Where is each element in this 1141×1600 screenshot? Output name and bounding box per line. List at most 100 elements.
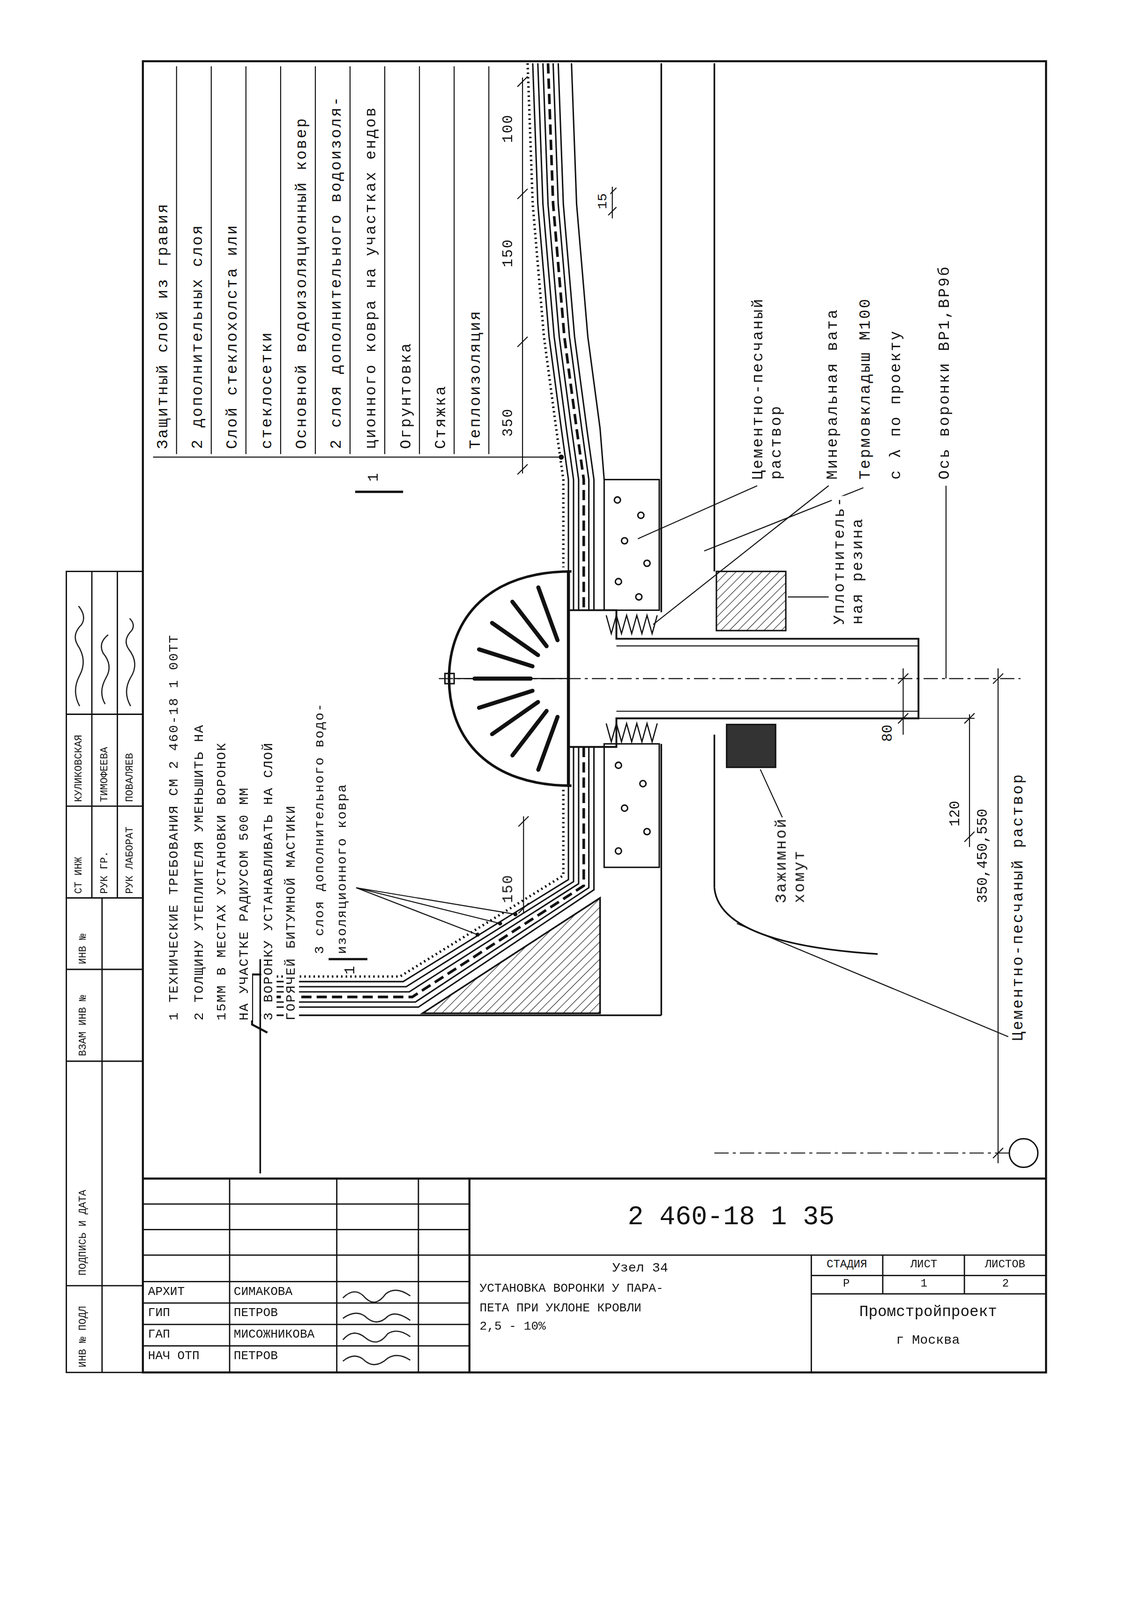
leader-line — [787, 596, 829, 598]
stamp-text-slot: ИНВ № — [77, 933, 90, 965]
dimension-slot: 120 — [947, 800, 965, 827]
part-label: 3 слоя дополнительного водо- изоляционно… — [312, 702, 351, 955]
stamp-text-slot: ТИМОФЕЕВА — [98, 746, 112, 803]
part-label: Ось воронки ВР1,ВР9б — [936, 265, 955, 480]
stamp-text-slot: ПЕТРОВ — [233, 1306, 278, 1321]
title-block-grid — [811, 1275, 1046, 1277]
stamp-text: СТ ИНЖ — [73, 857, 85, 894]
title-block-grid — [142, 1203, 470, 1206]
leader-dot — [475, 454, 564, 937]
stamp-text-slot: ЛИСТ — [910, 1258, 938, 1272]
grate-rib — [478, 649, 533, 667]
part-label-slot: 3 слоя дополнительного водо- изоляционно… — [309, 693, 355, 955]
roof-layers — [558, 63, 594, 611]
dimension-line — [997, 668, 999, 1164]
title-block-grid — [142, 1178, 1046, 1373]
funnel-pipe — [616, 645, 919, 647]
stamp-text: АРХИТ — [148, 1284, 185, 1299]
note: 1 ТЕХНИЧЕСКИЕ ТРЕБОВАНИЯ СМ 2 460-18 1 0… — [166, 634, 182, 1021]
drawing-title: Узел 34 — [612, 1260, 669, 1276]
title-block-grid — [142, 1345, 470, 1347]
part-label-slot: Ось воронки ВР1,ВР9б — [936, 265, 955, 480]
dimension-line — [918, 717, 975, 719]
leader-dot — [475, 932, 480, 938]
title-block-grid — [881, 1255, 884, 1295]
mortar-block — [604, 479, 660, 868]
stamp-text-slot: Р — [842, 1277, 850, 1292]
layer-label-slot: Слой стеклохолста или — [224, 223, 243, 449]
layer-label: 2 дополнительных слоя — [189, 223, 208, 449]
roof-structure — [252, 63, 878, 1174]
dimension-line — [898, 673, 909, 724]
layer-label: Защитный слой из гравия — [155, 202, 173, 449]
mortar-block — [621, 805, 628, 812]
layer-label-slot: Основной водоизоляционный ковер — [293, 116, 313, 449]
dimension-slot: 80 — [879, 724, 897, 743]
axis-line — [438, 678, 1021, 679]
signature — [343, 1331, 411, 1343]
stamp-text-slot: РУК ЛАБОРАТ — [124, 826, 137, 895]
part-label: с λ по проекту — [887, 329, 906, 480]
signature — [343, 1313, 411, 1323]
stamp-text-slot: СТ ИНЖ — [73, 857, 86, 894]
signature — [101, 634, 109, 705]
title-block-grid — [417, 1178, 420, 1373]
part-label: Термовкладыш М100 — [857, 297, 875, 480]
roof-structure — [422, 898, 601, 1014]
part-label-slot: Термовкладыш М100 — [857, 297, 876, 480]
axis-line — [438, 678, 1021, 1154]
stamp-text: 1 — [920, 1277, 927, 1291]
stamp-text: ПОВАЛЯЕВ — [124, 753, 136, 803]
section-mark — [355, 490, 403, 493]
side-stamp-grid — [66, 571, 143, 899]
grate-rib — [538, 716, 558, 770]
stamp-text: СИМАКОВА — [233, 1284, 293, 1299]
mortar-block — [621, 537, 628, 545]
stamp-text-slot: ЛИСТОВ — [984, 1258, 1026, 1272]
side-stamp-grid — [66, 1285, 143, 1287]
stamp-text: ИНВ № — [77, 933, 90, 965]
leader-line — [153, 456, 560, 458]
stamp-text: ЛИСТ — [910, 1258, 938, 1271]
layer-label-slot: 2 дополнительных слоя — [189, 223, 209, 449]
mortar-block — [604, 744, 660, 868]
dimension: 150 — [499, 874, 517, 903]
roof-structure — [713, 734, 716, 888]
part-label-slot: Минеральная вата — [824, 308, 843, 480]
dimension-line — [517, 76, 1004, 1164]
title-block-grid — [142, 1229, 470, 1231]
sheet-frame — [142, 61, 1046, 1373]
organisation-slot: Промстройпроект — [859, 1304, 998, 1323]
stamp-text: ТИМОФЕЕВА — [98, 746, 111, 803]
dimension-line — [518, 816, 529, 914]
layer-label: Основной водоизоляционный ковер — [293, 116, 312, 449]
dimension: 350,450,550 — [974, 808, 992, 903]
mortar-block — [614, 497, 621, 504]
note-slot: 1 ТЕХНИЧЕСКИЕ ТРЕБОВАНИЯ СМ 2 460-18 1 0… — [163, 634, 186, 1021]
part-label-slot: с λ по проекту — [887, 329, 907, 480]
funnel-pipe — [616, 710, 919, 712]
stamp-text-slot: ИНВ № ПОДЛ — [77, 1306, 90, 1368]
sealing-rubber — [716, 571, 786, 768]
leader-line — [176, 66, 178, 455]
note: 3 ВОРОНКУ УСТАНАВЛИВАТЬ НА СЛОЙ ГОРЯЧЕЙ … — [261, 742, 300, 1021]
side-stamp-grid — [66, 898, 143, 1373]
stamp-text: ЛИСТОВ — [984, 1258, 1026, 1271]
part-label: Цементно-песчаный раствор — [750, 297, 786, 480]
stamp-text-slot: ГИП — [148, 1306, 171, 1321]
title-block-grid — [810, 1255, 813, 1373]
sealing-rubber — [726, 724, 776, 768]
leader-line — [314, 66, 316, 455]
stamp-text: ГИП — [148, 1306, 171, 1321]
grate-rib — [512, 710, 547, 756]
sheet-frame — [468, 1178, 471, 1373]
sealing-rubber — [716, 571, 786, 631]
mortar-block — [615, 848, 622, 855]
section-mark — [328, 958, 368, 961]
axis-line — [714, 1152, 1010, 1154]
section-mark-label: 1 — [365, 473, 382, 482]
dimension: 120 — [947, 800, 964, 827]
title-block-grid — [229, 1178, 231, 1373]
drawing-caption: УСТАНОВКА ВОРОНКИ У ПАРА- ПЕТА ПРИ УКЛОН… — [479, 1281, 664, 1334]
dimension-line — [969, 714, 970, 848]
